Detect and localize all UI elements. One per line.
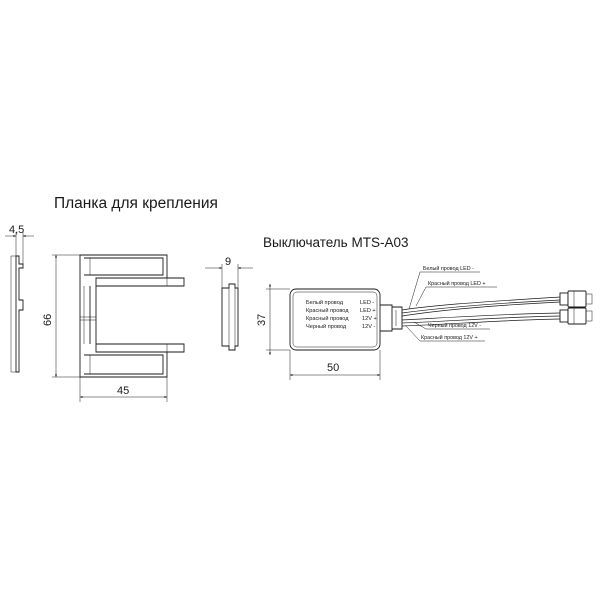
callout-red-led-plus: Красный провод LED + (428, 280, 486, 287)
wire-plug-bottom (559, 307, 593, 325)
dimension-label-50: 50 (327, 362, 339, 374)
switch-label-value-1: LED - (360, 300, 374, 306)
switch-side-view (221, 283, 239, 351)
bracket-title: Планка для крепления (54, 195, 218, 212)
dimension-bracket-height: 66 (42, 254, 80, 378)
switch-label-name-3: Красный провод (306, 315, 349, 322)
dimension-label-66: 66 (42, 314, 54, 326)
dimension-label-45: 45 (117, 385, 129, 397)
callout-white-led-minus: Белый провод LED - (423, 265, 474, 272)
switch-label-block: Белый провод Красный провод Красный пров… (306, 299, 377, 330)
wire-plug-top (559, 290, 593, 308)
switch-label-value-3: 12V + (362, 316, 377, 322)
switch-label-value-2: LED + (360, 308, 376, 314)
switch-label-value-4: 12V - (362, 324, 376, 330)
bracket-side-view (10, 255, 24, 373)
dimension-bracket-width: 45 (79, 377, 168, 402)
callout-red-12v-plus: Красный провод 12V + (421, 334, 478, 341)
dimension-bracket-thickness: 4,5 (5, 224, 34, 264)
switch-wires (401, 296, 561, 327)
dimension-switch-width: 50 (289, 350, 381, 380)
dimension-label-37: 37 (256, 314, 268, 326)
switch-title: Выключатель MTS-A03 (263, 235, 408, 250)
switch-front-view (289, 288, 403, 351)
switch-label-name-1: Белый провод (306, 299, 344, 306)
dimension-switch-height: 37 (256, 284, 290, 355)
wire-callouts: Белый провод LED - Красный провод LED + … (405, 265, 497, 342)
bracket-front-view (79, 254, 185, 378)
switch-label-name-2: Красный провод (306, 307, 349, 314)
dimension-switch-depth: 9 (205, 256, 253, 288)
dimension-label-9: 9 (225, 256, 231, 268)
callout-black-12v-minus: Черный провод 12V - (428, 322, 481, 329)
dimension-label-4-5: 4,5 (9, 224, 24, 236)
switch-label-name-4: Черный провод (306, 323, 347, 330)
